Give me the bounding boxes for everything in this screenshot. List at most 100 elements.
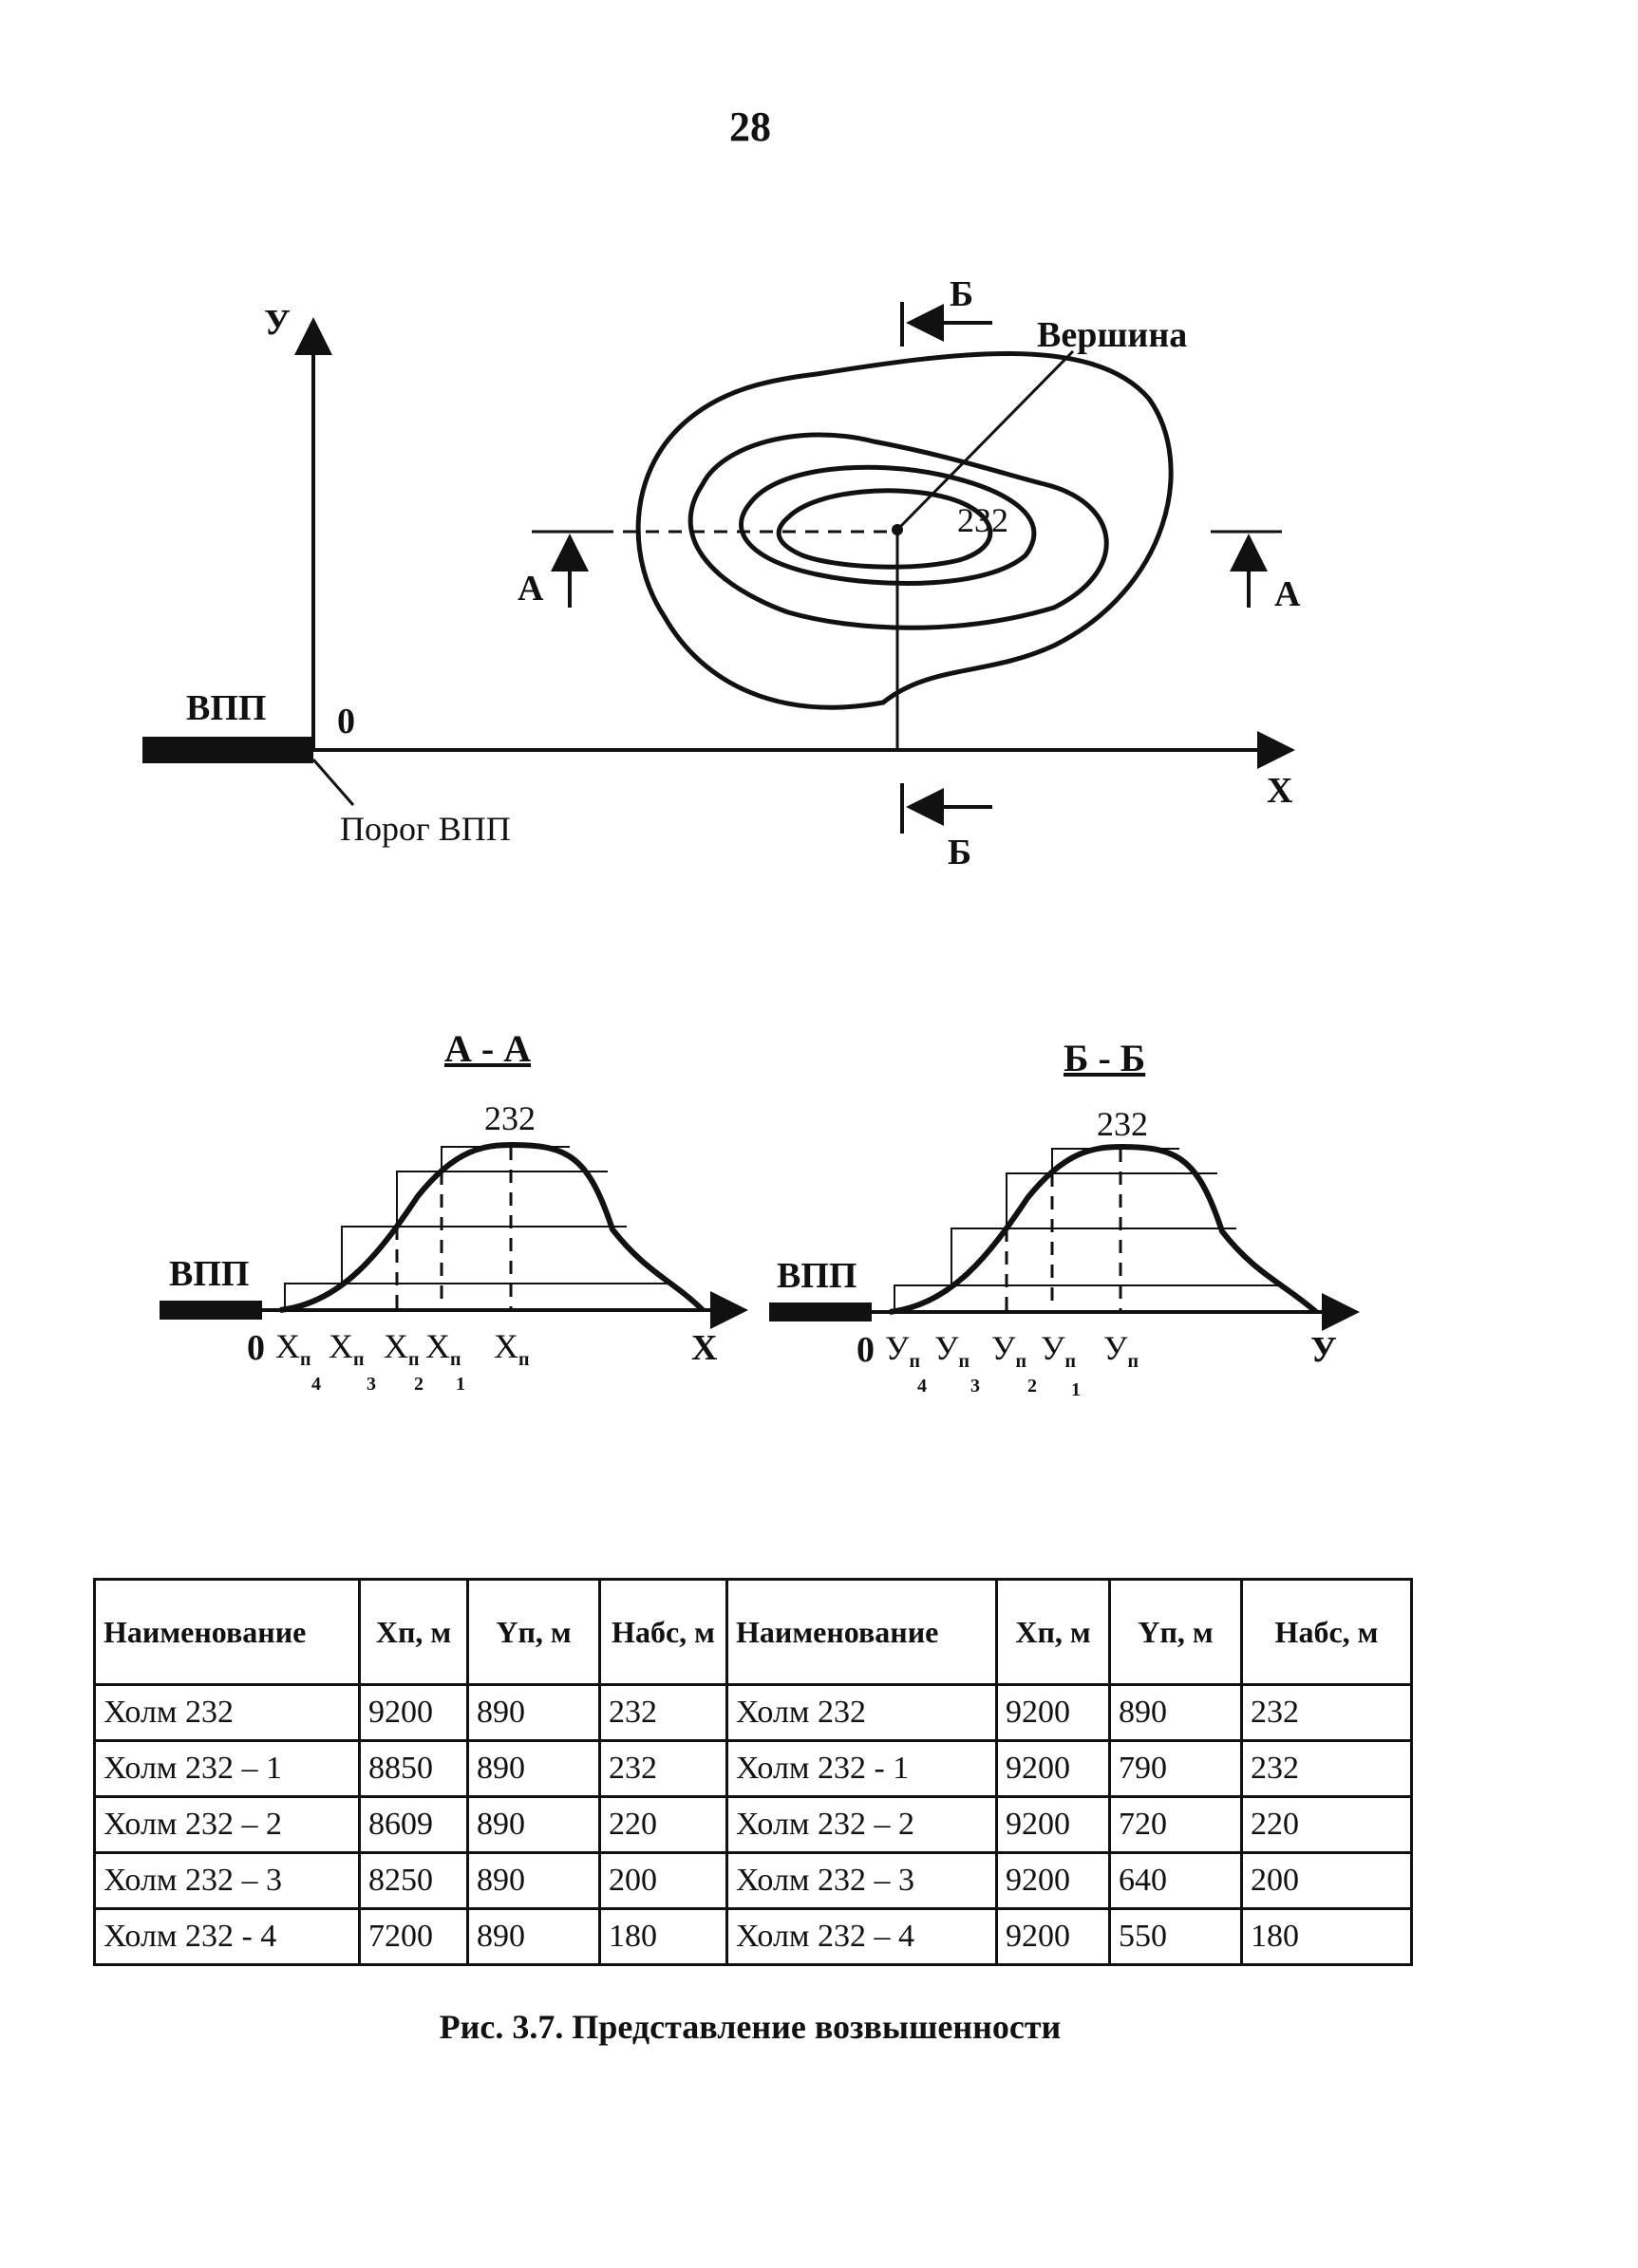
table-cell: 720 xyxy=(1108,1795,1243,1854)
col-y-header-2: Yп, м xyxy=(1108,1578,1243,1686)
table-cell: 890 xyxy=(466,1795,601,1854)
col-x-header: Xп, м xyxy=(358,1578,469,1686)
profile-aa-steps xyxy=(284,1146,513,1310)
contour-outer xyxy=(635,351,1174,710)
table-cell: 232 xyxy=(598,1739,728,1798)
table-cell: 890 xyxy=(466,1907,601,1966)
profile-aa-peak: 232 xyxy=(484,1099,536,1137)
profile-aa: А - А 232 ВПП X 0 Xп 4 Xп 3 Xп 2 Xп 1 Xп xyxy=(160,1027,748,1395)
contour-2 xyxy=(687,432,1109,630)
profile-aa-tick-1: Xп xyxy=(425,1327,461,1370)
profile-bb-title: Б - Б xyxy=(1064,1037,1145,1079)
profile-aa-tick-peak: Xп xyxy=(494,1327,530,1370)
table-cell: 8850 xyxy=(358,1739,469,1798)
table-cell: 890 xyxy=(466,1851,601,1910)
table-cell: 9200 xyxy=(995,1907,1111,1966)
table-cell: Холм 232 - 1 xyxy=(725,1739,998,1798)
summit-height: 232 xyxy=(957,501,1008,539)
threshold-label: Порог ВПП xyxy=(340,810,511,848)
profile-aa-tick-3: Xп xyxy=(329,1327,365,1370)
table-cell: 890 xyxy=(466,1683,601,1742)
summit-label: Вершина xyxy=(1037,315,1187,355)
table-cell: 8609 xyxy=(358,1795,469,1854)
profile-bb-tick-3-index: 3 xyxy=(970,1376,980,1396)
page-number: 28 xyxy=(729,103,771,150)
table-cell: 9200 xyxy=(995,1795,1111,1854)
table-cell: 550 xyxy=(1108,1907,1243,1966)
summit-leader xyxy=(895,349,1075,532)
profile-aa-tick-4-index: 4 xyxy=(311,1374,321,1395)
profile-bb-steps xyxy=(894,1148,1122,1312)
col-h-header-2: Набс, м xyxy=(1240,1578,1413,1686)
table-cell: 9200 xyxy=(995,1739,1111,1798)
table-cell: Холм 232 – 3 xyxy=(93,1851,361,1910)
profile-aa-origin: 0 xyxy=(247,1328,265,1368)
table-cell: 7200 xyxy=(358,1907,469,1966)
table-cell: 232 xyxy=(1240,1739,1413,1798)
table-row: Холм 232 - 4 7200 890 180 Холм 232 – 4 9… xyxy=(93,1907,1413,1966)
table-cell: 180 xyxy=(598,1907,728,1966)
summit-point xyxy=(892,524,903,535)
contour-3 xyxy=(739,464,1037,586)
section-a-left-label: А xyxy=(518,569,544,609)
table-cell: 220 xyxy=(1240,1795,1413,1854)
hill-coordinates-table: Наименование Xп, м Yп, м Набс, м Наимено… xyxy=(93,1578,1413,1966)
table-row: Холм 232 9200 890 232 Холм 232 9200 890 … xyxy=(93,1683,1413,1742)
profile-aa-axis-label: X xyxy=(691,1328,717,1368)
col-y-header: Yп, м xyxy=(466,1578,601,1686)
table-cell: 640 xyxy=(1108,1851,1243,1910)
table-cell: Холм 232 – 3 xyxy=(725,1851,998,1910)
profile-bb-axis-label: У xyxy=(1310,1330,1337,1370)
figure-caption: Рис. 3.7. Представление возвышенности xyxy=(439,2008,1062,2046)
table-cell: 232 xyxy=(598,1683,728,1742)
profile-bb-tick-4: Уп xyxy=(885,1329,920,1372)
runway-label: ВПП xyxy=(186,688,266,728)
section-b-top-label: Б xyxy=(950,274,973,314)
profile-bb-origin: 0 xyxy=(857,1330,875,1370)
profile-aa-terrain xyxy=(279,1141,706,1313)
profile-bb-runway: ВПП xyxy=(777,1256,857,1296)
table-row: Холм 232 – 3 8250 890 200 Холм 232 – 3 9… xyxy=(93,1851,1413,1910)
profile-bb-tick-1: Уп xyxy=(1041,1329,1076,1372)
table-row: Холм 232 – 1 8850 890 232 Холм 232 - 1 9… xyxy=(93,1739,1413,1798)
profile-bb-tick-3: Уп xyxy=(934,1329,970,1372)
table-cell: 890 xyxy=(1108,1683,1243,1742)
table-header-row: Наименование Xп, м Yп, м Набс, м Наимено… xyxy=(93,1578,1413,1686)
profile-bb-tick-1-index: 1 xyxy=(1071,1379,1081,1400)
table-cell: Холм 232 xyxy=(725,1683,998,1742)
table-cell: Холм 232 – 1 xyxy=(93,1739,361,1798)
profile-bb-tick-peak: Уп xyxy=(1103,1329,1139,1372)
table-cell: 232 xyxy=(1240,1683,1413,1742)
col-name-header-2: Наименование xyxy=(725,1578,998,1686)
table-cell: Холм 232 – 4 xyxy=(725,1907,998,1966)
profile-bb-tick-2-index: 2 xyxy=(1027,1376,1037,1396)
table-cell: Холм 232 – 2 xyxy=(93,1795,361,1854)
contour-inner xyxy=(776,488,993,570)
profile-aa-tick-2: Xп xyxy=(384,1327,420,1370)
profile-aa-tick-4: Xп xyxy=(275,1327,311,1370)
profile-bb: Б - Б 232 ВПП У 0 Уп 4 Уп 3 Уп 2 Уп 1 Уп xyxy=(769,1037,1360,1400)
col-h-header: Набс, м xyxy=(598,1578,728,1686)
profile-bb-tick-4-index: 4 xyxy=(917,1376,927,1396)
table-cell: 9200 xyxy=(995,1851,1111,1910)
profile-aa-runway: ВПП xyxy=(169,1254,249,1294)
col-name-header: Наименование xyxy=(93,1578,361,1686)
profile-bb-peak: 232 xyxy=(1097,1105,1148,1143)
table-cell: 200 xyxy=(1240,1851,1413,1910)
table-cell: 9200 xyxy=(358,1683,469,1742)
table-cell: 790 xyxy=(1108,1739,1243,1798)
table-cell: 180 xyxy=(1240,1907,1413,1966)
table-cell: Холм 232 xyxy=(93,1683,361,1742)
profile-aa-title: А - А xyxy=(444,1027,531,1070)
profile-aa-tick-2-index: 2 xyxy=(414,1374,424,1395)
section-a-right-label: А xyxy=(1274,574,1301,614)
table-cell: 8250 xyxy=(358,1851,469,1910)
table-cell: 890 xyxy=(466,1739,601,1798)
profile-bb-runway-bar xyxy=(769,1303,872,1321)
table-cell: 220 xyxy=(598,1795,728,1854)
profile-aa-runway-bar xyxy=(160,1301,262,1320)
table-cell: Холм 232 - 4 xyxy=(93,1907,361,1966)
profile-bb-tick-2: Уп xyxy=(991,1329,1026,1372)
table-cell: 200 xyxy=(598,1851,728,1910)
profile-bb-terrain xyxy=(889,1143,1318,1315)
